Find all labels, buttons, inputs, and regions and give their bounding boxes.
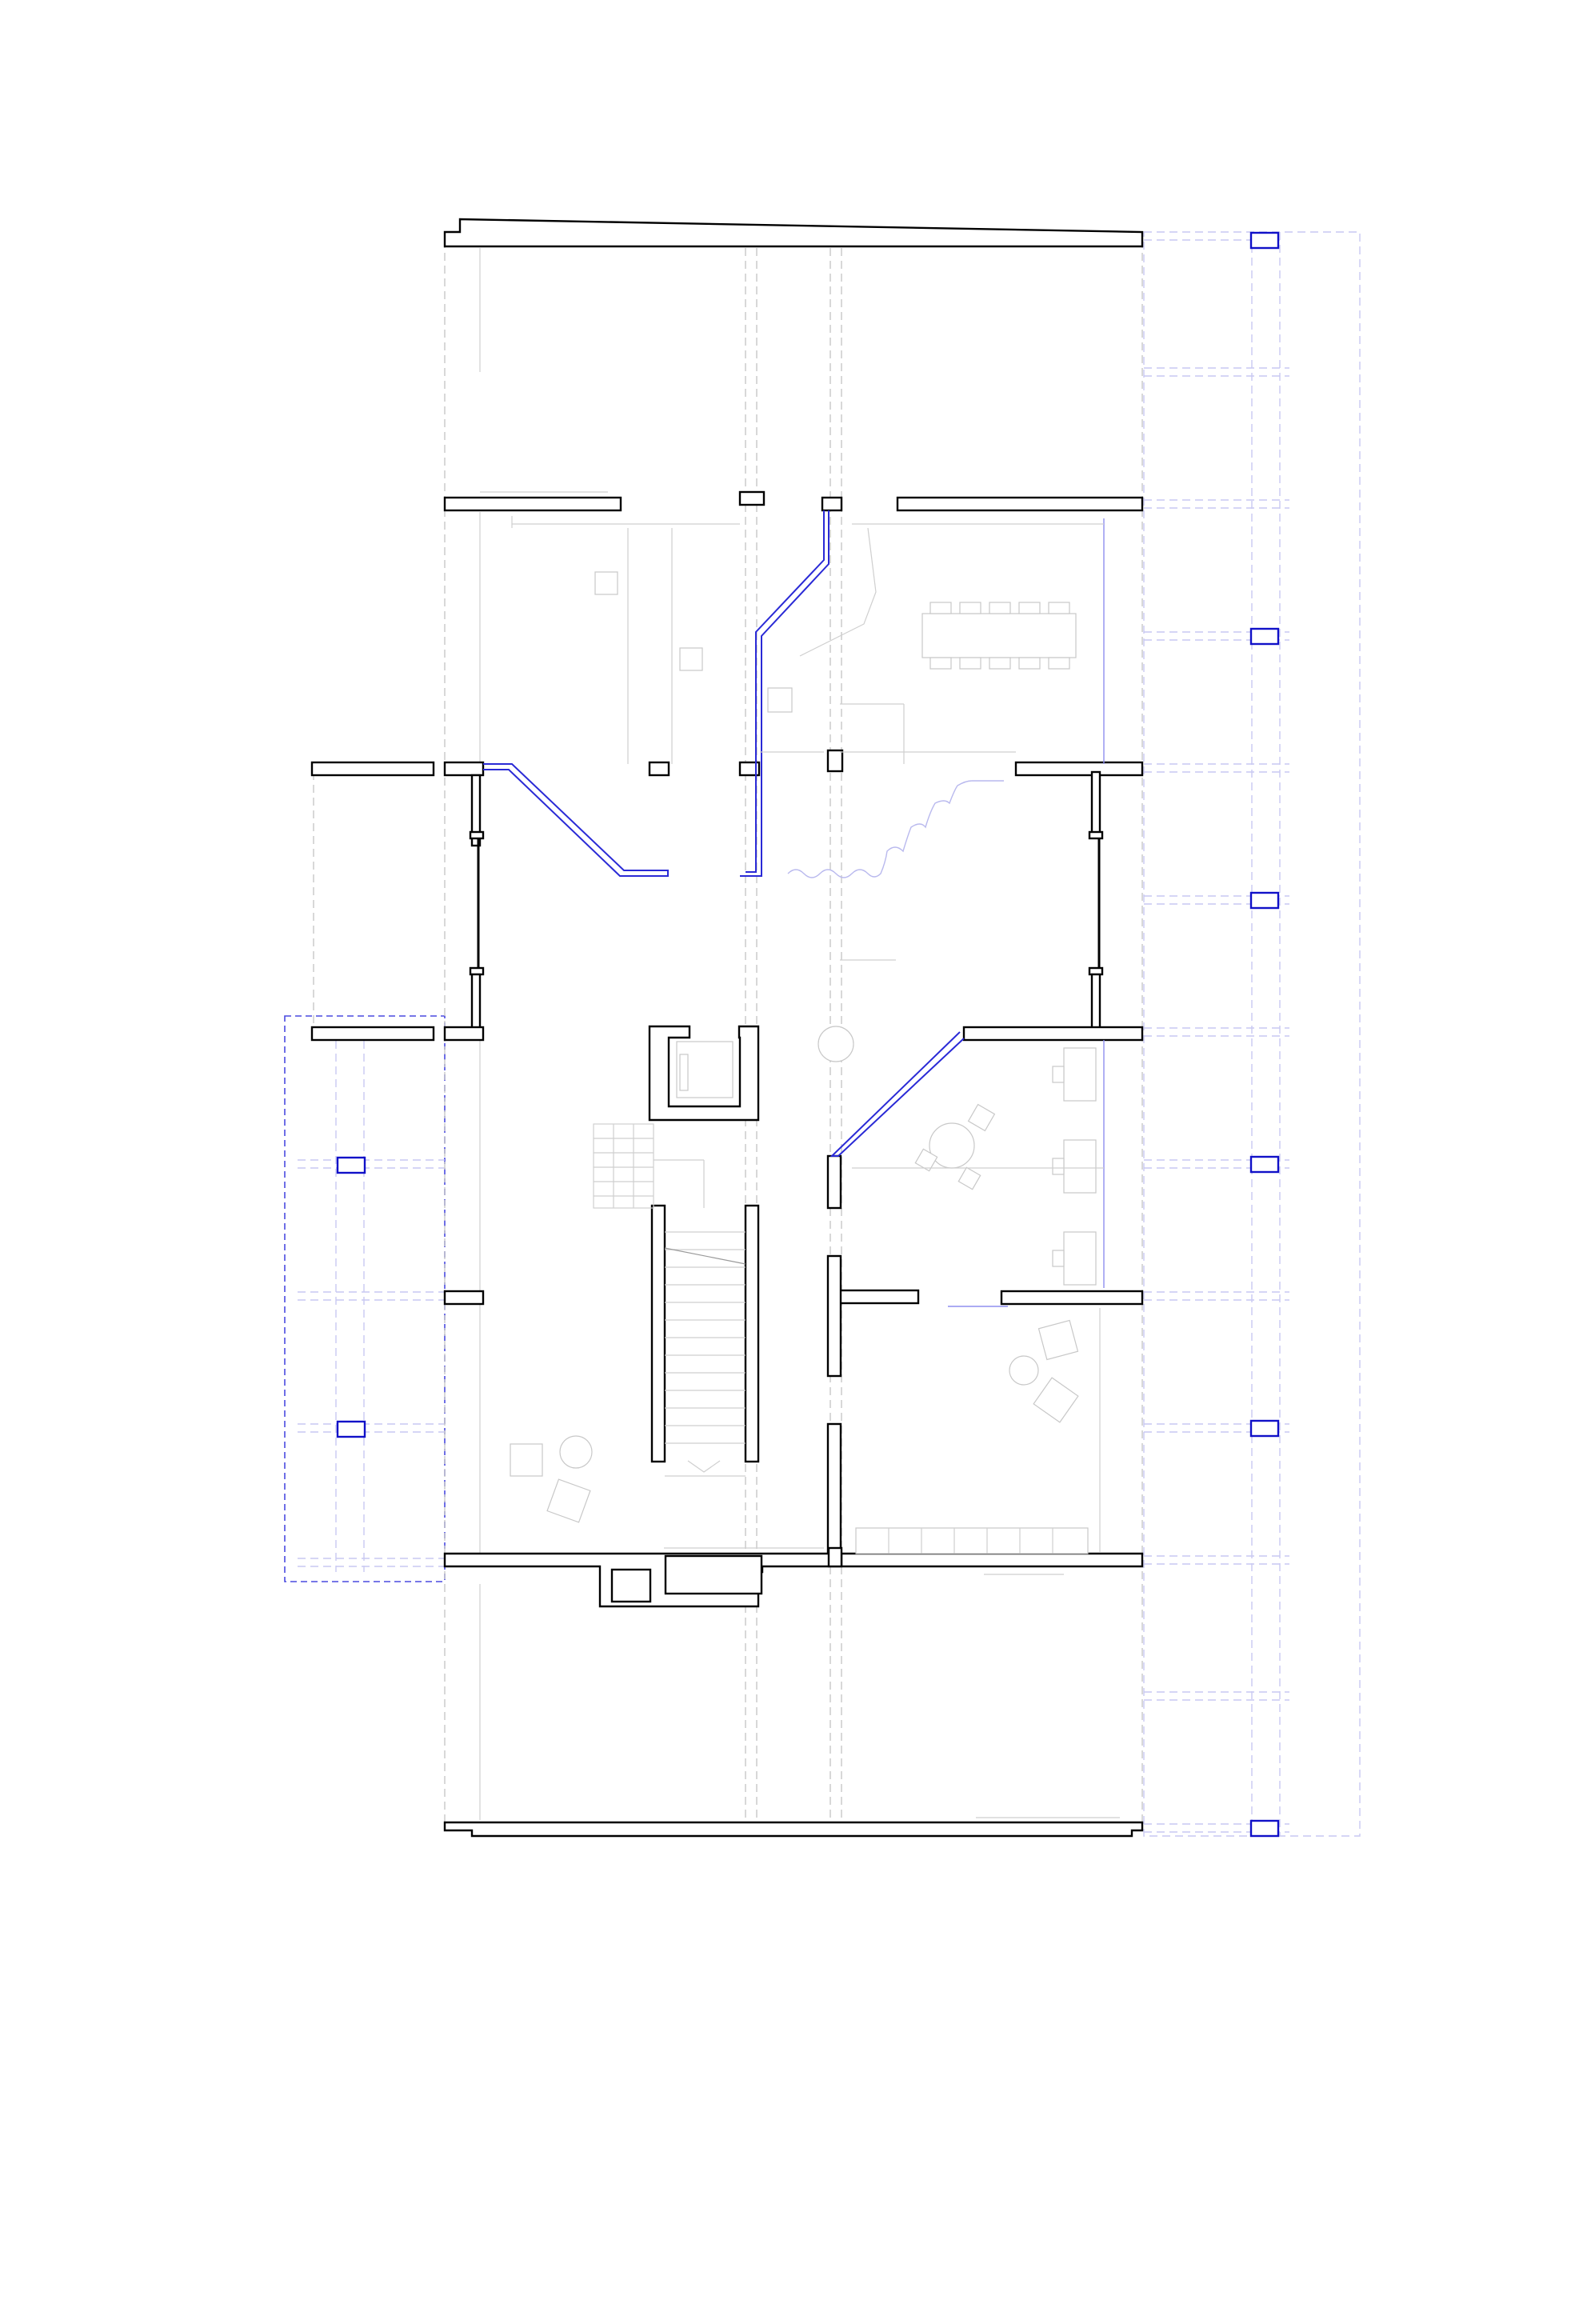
right-window-mullion-1 <box>1088 830 1104 840</box>
ramp-upper-line-a <box>746 510 825 873</box>
upper-left-box-1 <box>594 571 618 595</box>
lounge-chair-3 <box>957 1166 981 1190</box>
armchair-2 <box>1033 1377 1079 1423</box>
left-armchair-2 <box>546 1478 591 1523</box>
lift-door <box>679 1054 689 1091</box>
desk-chair-3 <box>1052 1250 1065 1267</box>
chair <box>1048 602 1070 614</box>
column-right-6 <box>1249 1819 1280 1838</box>
new-work-lines <box>483 510 1105 1307</box>
wall-level7 <box>443 1552 1144 1608</box>
lounge-chair-2 <box>914 1148 938 1172</box>
bench <box>855 1527 1089 1554</box>
bench-row <box>855 1527 1089 1554</box>
column-mid-a <box>648 761 670 777</box>
column-upper-mid <box>738 490 766 506</box>
wall-upper-left <box>443 496 622 512</box>
corridor-wall-b <box>826 1254 842 1378</box>
column-right-4 <box>1249 1155 1280 1174</box>
main-stair-treads <box>664 1231 746 1477</box>
dining-chairs <box>929 602 1070 670</box>
wall-upper-right <box>896 496 1144 512</box>
bay-wall-top <box>310 761 435 777</box>
left-side-table <box>559 1435 593 1469</box>
column-ghost <box>817 1026 854 1062</box>
top-wall <box>443 218 1144 248</box>
kitchen-sink <box>767 687 793 713</box>
right-window-frame-bottom <box>1090 973 1101 1030</box>
stair-wall-right <box>744 1204 760 1463</box>
left-armchair-1 <box>510 1443 543 1477</box>
bottom-wall <box>443 1821 1144 1838</box>
armchair-1 <box>1037 1319 1079 1361</box>
chair <box>929 657 952 670</box>
left-balcony-outline <box>284 1015 446 1582</box>
desk-3 <box>1063 1231 1097 1286</box>
chair <box>1048 657 1070 670</box>
column-left-1 <box>336 1156 366 1174</box>
upper-left-box-2 <box>679 647 703 671</box>
chair <box>1018 657 1041 670</box>
stair-direction-arrow <box>687 1460 721 1473</box>
upper-stair-flight <box>593 1123 654 1209</box>
wall-lower-right <box>962 1026 1144 1042</box>
desk-chair-2 <box>1052 1158 1065 1175</box>
round-table <box>929 1122 975 1169</box>
column-right-3 <box>1249 891 1280 910</box>
chair <box>989 602 1011 614</box>
chair <box>959 602 981 614</box>
desk-1 <box>1063 1047 1097 1102</box>
balcony-columns <box>336 231 1280 1838</box>
chair <box>989 657 1011 670</box>
corridor-wall-a <box>826 1154 842 1210</box>
column-right-2 <box>1249 627 1280 646</box>
wall-lower-left-stub <box>443 1026 485 1042</box>
ramp-left-line <box>483 763 669 877</box>
partition-level6 <box>827 1289 920 1305</box>
lift-core <box>648 1025 760 1122</box>
upper-stair-treads <box>594 1124 654 1208</box>
wall-mid-left-stub <box>443 761 485 777</box>
side-table <box>1009 1355 1039 1386</box>
column-mid-b <box>738 761 761 777</box>
left-window-mullion-1 <box>469 830 485 840</box>
ramp-upper-line-b <box>740 510 829 877</box>
wall-level6-right <box>1000 1290 1144 1306</box>
right-window-frame-top <box>1090 770 1101 838</box>
chair <box>959 657 981 670</box>
column-left-2 <box>336 1420 366 1438</box>
column-right-1 <box>1249 231 1280 250</box>
corridor-wall-d <box>827 1546 843 1568</box>
lounge-chair-1 <box>967 1103 996 1132</box>
chair <box>929 602 952 614</box>
dining-table <box>921 613 1077 658</box>
wall-bump-inner <box>664 1554 763 1595</box>
bay-wall-bottom <box>310 1026 435 1042</box>
left-window-frame-top <box>470 774 482 847</box>
stair-break-line <box>664 1247 746 1265</box>
column-mid-c <box>826 749 844 773</box>
left-window-frame-bottom <box>470 973 482 1030</box>
column-upper-right <box>821 496 843 512</box>
structural-walls <box>310 218 1144 1838</box>
desk-2 <box>1063 1139 1097 1194</box>
interior-details <box>480 491 1120 1818</box>
wall-level6-left-stub <box>443 1290 485 1306</box>
stair-curve-hidden <box>787 780 1004 878</box>
ramp-lower-line <box>829 1031 965 1157</box>
stair-wall-left <box>650 1204 666 1463</box>
kitchen-counter-line <box>799 527 877 657</box>
wall-mid-right <box>1014 761 1144 777</box>
shaft-box <box>610 1568 652 1603</box>
desk-chair-1 <box>1052 1066 1065 1083</box>
column-right-5 <box>1249 1419 1280 1438</box>
corridor-wall-c <box>826 1422 842 1566</box>
chair <box>1018 602 1041 614</box>
